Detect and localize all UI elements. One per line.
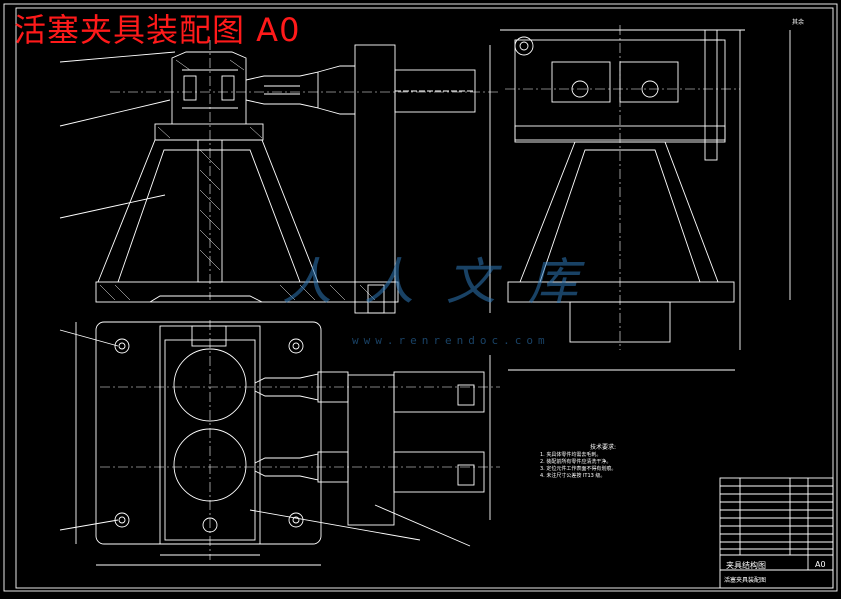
side-plate-view <box>317 44 491 314</box>
right-view <box>500 29 791 371</box>
requirement-item: 4. 未注尺寸公差按 IT13 级。 <box>540 473 606 479</box>
outer-border <box>3 3 838 592</box>
title-block-name: 夹具结构图 <box>726 561 766 570</box>
title-block-subtitle: 活塞夹具装配图 <box>724 577 767 584</box>
front-view <box>59 51 399 303</box>
watermark-text: 人人文库 <box>282 253 610 311</box>
top-view <box>59 321 491 566</box>
technical-requirements-title: 技术要求: <box>590 444 617 451</box>
requirement-item: 3. 定位元件工作表面不得有划痕。 <box>540 466 617 472</box>
title-block <box>719 477 834 589</box>
requirement-item: 2. 装配前所有零件应清洗干净。 <box>540 459 612 465</box>
requirement-item: 1. 夹具体零件均需去毛刺。 <box>540 452 602 458</box>
inner-border <box>15 7 834 589</box>
title-block-size: A0 <box>815 560 826 569</box>
watermark-url: www.renrendoc.com <box>352 334 550 347</box>
technical-requirements: 技术要求: 1. 夹具体零件均需去毛刺。 2. 装配前所有零件应清洗干净。 3.… <box>540 444 617 480</box>
roughness-note: 其余 <box>792 19 805 26</box>
drawing-title: 活塞夹具装配图 A0 <box>14 11 301 49</box>
